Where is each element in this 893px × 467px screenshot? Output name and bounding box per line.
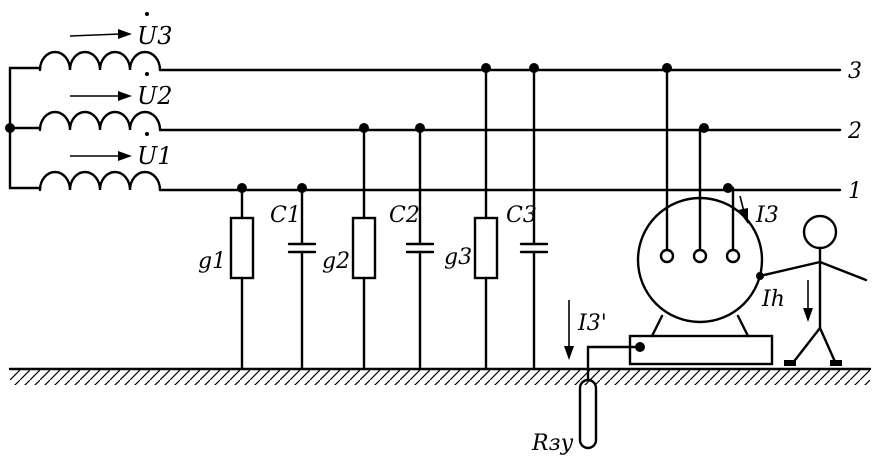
- label-i3: I3: [755, 203, 779, 228]
- voltage-arrow-2: [70, 91, 132, 101]
- conductance-g2: [351, 123, 377, 371]
- label-g3: g3: [444, 245, 472, 270]
- grounding-conductor: [578, 345, 642, 450]
- line-number-2: 2: [847, 119, 862, 144]
- fault-current-arrow: [738, 195, 748, 224]
- motor: [628, 63, 774, 366]
- voltage-arrow-3: [69, 29, 132, 39]
- voltage-label-u1: U1: [137, 142, 173, 170]
- voltage-arrow-1: [70, 151, 132, 161]
- label-c2: C2: [389, 203, 420, 228]
- voltage-label-u2: U2: [137, 82, 173, 110]
- label-g1: g1: [198, 249, 226, 274]
- label-ground-resistance: Rзу: [531, 431, 574, 456]
- label-c3: C3: [506, 203, 537, 228]
- person-figure: [756, 214, 868, 366]
- capacitance-c3: [519, 63, 549, 371]
- line-number-1: 1: [848, 179, 862, 204]
- voltage-dot-3: [145, 12, 149, 16]
- ground-current-arrow: [564, 300, 574, 360]
- phase-coil-2: [38, 110, 162, 132]
- phase-coil-3: [38, 50, 162, 72]
- voltage-dot-2: [145, 72, 149, 76]
- phase-coil-1: [38, 170, 162, 192]
- voltage-label-u3: U3: [137, 22, 173, 50]
- label-ih: Ih: [761, 287, 785, 312]
- ground: [8, 367, 872, 385]
- human-current-arrow: [803, 280, 813, 322]
- conductance-g1: [229, 183, 255, 371]
- source-star-bus: [5, 66, 42, 190]
- voltage-dot-1: [145, 132, 149, 136]
- label-g2: g2: [322, 249, 350, 274]
- capacitance-c2: [405, 123, 435, 371]
- conductance-g3: [473, 63, 499, 371]
- capacitance-c1: [287, 183, 317, 371]
- label-i3-prime: I3': [577, 311, 607, 336]
- label-c1: C1: [270, 203, 301, 228]
- line-number-3: 3: [848, 59, 862, 84]
